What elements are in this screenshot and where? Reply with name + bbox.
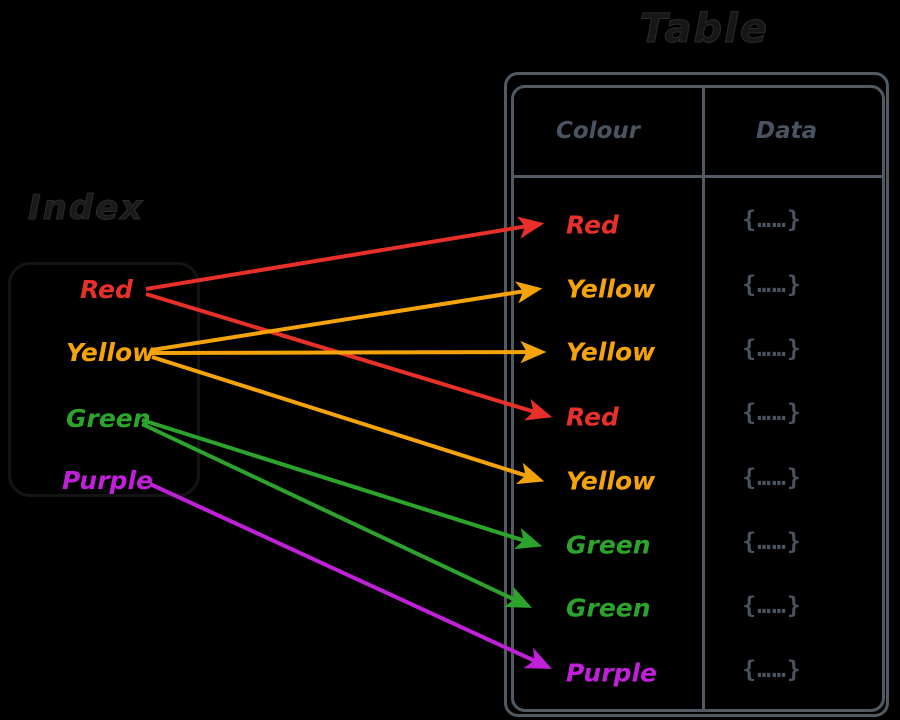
index-item-label: Yellow bbox=[66, 338, 156, 367]
table-cell-data: {……} bbox=[742, 207, 802, 233]
table-cell-colour: Red bbox=[566, 210, 619, 240]
index-title: Index bbox=[27, 188, 145, 229]
table-cell-colour: Green bbox=[566, 593, 651, 623]
index-item-label: Red bbox=[80, 275, 133, 304]
table-header-colour: Colour bbox=[556, 118, 641, 144]
table-cell-data: {……} bbox=[742, 336, 802, 362]
index-item-label: Purple bbox=[62, 466, 153, 495]
index-item-yellow[interactable]: Yellow bbox=[66, 338, 155, 367]
link-red-to-row4 bbox=[145, 292, 553, 421]
index-item-green[interactable]: Green bbox=[66, 404, 151, 433]
table-cell-colour: Green bbox=[566, 530, 651, 560]
table-header-data: Data bbox=[756, 118, 818, 144]
table-cell-colour: Red bbox=[566, 402, 619, 432]
table-cell-colour: Yellow bbox=[566, 274, 656, 304]
table-column-divider bbox=[702, 85, 705, 712]
table-cell-colour: Yellow bbox=[566, 466, 656, 496]
link-red-to-row1 bbox=[145, 216, 545, 291]
link-yellow-to-row3 bbox=[151, 340, 547, 364]
table-cell-data: {……} bbox=[742, 272, 802, 298]
table-cell-colour: Yellow bbox=[566, 337, 656, 367]
table-cell-colour: Purple bbox=[566, 658, 657, 688]
index-item-purple[interactable]: Purple bbox=[62, 466, 153, 495]
table-cell-data: {……} bbox=[742, 593, 802, 619]
table-header-divider bbox=[511, 175, 885, 178]
table-cell-data: {……} bbox=[742, 657, 802, 683]
table-title: Table bbox=[639, 6, 770, 53]
table-cell-data: {……} bbox=[742, 465, 802, 491]
link-green-to-row6 bbox=[141, 418, 543, 550]
table-cell-data: {……} bbox=[742, 400, 802, 426]
link-yellow-to-row2 bbox=[151, 281, 543, 352]
index-item-red[interactable]: Red bbox=[80, 275, 133, 304]
link-yellow-to-row5 bbox=[151, 355, 545, 485]
table-cell-data: {……} bbox=[742, 529, 802, 555]
index-item-label: Green bbox=[66, 404, 151, 433]
link-purple-to-row8 bbox=[149, 482, 552, 669]
